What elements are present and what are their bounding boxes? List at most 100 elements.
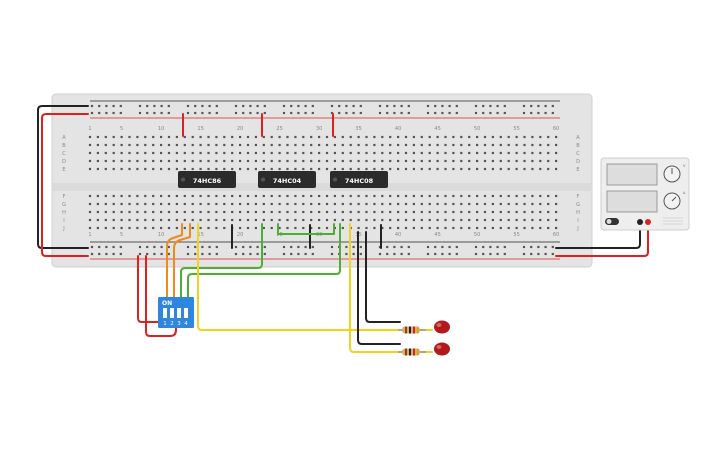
hole[interactable]	[270, 218, 273, 222]
hole[interactable]	[128, 218, 131, 222]
hole[interactable]	[357, 218, 360, 222]
hole[interactable]	[286, 194, 289, 198]
rail-hole[interactable]	[160, 111, 163, 115]
rail-hole[interactable]	[345, 245, 348, 249]
hole[interactable]	[436, 202, 439, 206]
rail-hole[interactable]	[503, 252, 506, 256]
rail-hole[interactable]	[434, 245, 437, 249]
rail-hole[interactable]	[105, 245, 108, 249]
hole[interactable]	[207, 167, 210, 171]
hole[interactable]	[420, 218, 423, 222]
hole[interactable]	[444, 167, 447, 171]
rail-hole[interactable]	[448, 104, 451, 108]
rail-hole[interactable]	[98, 245, 101, 249]
hole[interactable]	[531, 167, 534, 171]
rail-hole[interactable]	[146, 245, 149, 249]
hole[interactable]	[302, 151, 305, 155]
hole[interactable]	[397, 151, 400, 155]
rail-hole[interactable]	[119, 252, 122, 256]
hole[interactable]	[207, 135, 210, 139]
hole[interactable]	[112, 135, 115, 139]
hole[interactable]	[389, 143, 392, 147]
rail-hole[interactable]	[160, 252, 163, 256]
rail-hole[interactable]	[441, 245, 444, 249]
hole[interactable]	[254, 135, 257, 139]
hole[interactable]	[128, 135, 131, 139]
hole[interactable]	[460, 151, 463, 155]
rail-hole[interactable]	[282, 245, 286, 249]
hole[interactable]	[183, 143, 186, 147]
rail-hole[interactable]	[330, 252, 334, 256]
hole[interactable]	[555, 167, 558, 171]
hole[interactable]	[436, 135, 439, 139]
hole[interactable]	[468, 210, 471, 214]
rail-hole[interactable]	[551, 111, 554, 115]
hole[interactable]	[373, 218, 376, 222]
hole[interactable]	[523, 194, 526, 198]
rail-hole[interactable]	[455, 245, 458, 249]
hole[interactable]	[152, 218, 155, 222]
rail-hole[interactable]	[426, 252, 430, 256]
hole[interactable]	[460, 194, 463, 198]
hole[interactable]	[515, 218, 518, 222]
wire-black-left-rail[interactable]	[37, 105, 89, 249]
hole[interactable]	[231, 202, 234, 206]
rail-hole[interactable]	[208, 104, 211, 108]
rail-hole[interactable]	[297, 245, 300, 249]
hole[interactable]	[152, 143, 155, 147]
hole[interactable]	[420, 202, 423, 206]
rail-hole[interactable]	[249, 245, 252, 249]
hole[interactable]	[128, 167, 131, 171]
hole[interactable]	[412, 210, 415, 214]
hole[interactable]	[436, 210, 439, 214]
hole[interactable]	[412, 143, 415, 147]
hole[interactable]	[175, 159, 178, 163]
hole[interactable]	[325, 143, 329, 147]
hole[interactable]	[302, 143, 305, 147]
hole[interactable]	[444, 210, 447, 214]
hole[interactable]	[160, 210, 163, 214]
hole[interactable]	[349, 135, 352, 139]
wire-red-switch-1[interactable]	[137, 255, 161, 323]
rail-hole[interactable]	[194, 111, 197, 115]
wire-black-led-1[interactable]	[365, 231, 401, 323]
hole[interactable]	[389, 210, 392, 214]
rail-hole[interactable]	[194, 104, 197, 108]
hole[interactable]	[381, 135, 384, 139]
hole[interactable]	[175, 218, 178, 222]
hole[interactable]	[199, 218, 202, 222]
wire-red-power[interactable]	[555, 221, 649, 257]
hole[interactable]	[325, 218, 329, 222]
hole[interactable]	[349, 218, 352, 222]
hole[interactable]	[436, 194, 439, 198]
rail-hole[interactable]	[474, 104, 478, 108]
hole[interactable]	[144, 143, 147, 147]
hole[interactable]	[270, 151, 273, 155]
hole[interactable]	[223, 159, 226, 163]
hole[interactable]	[160, 226, 163, 230]
hole[interactable]	[444, 151, 447, 155]
rail-hole[interactable]	[359, 245, 362, 249]
rail-hole[interactable]	[297, 111, 300, 115]
rail-hole[interactable]	[215, 245, 218, 249]
hole[interactable]	[483, 151, 487, 155]
hole[interactable]	[341, 226, 344, 230]
hole[interactable]	[270, 226, 273, 230]
rail-hole[interactable]	[551, 104, 554, 108]
hole[interactable]	[555, 218, 558, 222]
hole[interactable]	[499, 135, 502, 139]
hole[interactable]	[365, 151, 368, 155]
hole[interactable]	[389, 167, 392, 171]
rail-hole[interactable]	[201, 245, 204, 249]
hole[interactable]	[278, 194, 281, 198]
rail-hole[interactable]	[304, 111, 307, 115]
hole[interactable]	[318, 226, 321, 230]
hole[interactable]	[144, 194, 147, 198]
hole[interactable]	[286, 151, 289, 155]
rail-hole[interactable]	[186, 111, 190, 115]
hole[interactable]	[428, 151, 431, 155]
hole[interactable]	[499, 226, 502, 230]
hole[interactable]	[523, 202, 526, 206]
hole[interactable]	[515, 194, 518, 198]
hole[interactable]	[246, 226, 250, 230]
